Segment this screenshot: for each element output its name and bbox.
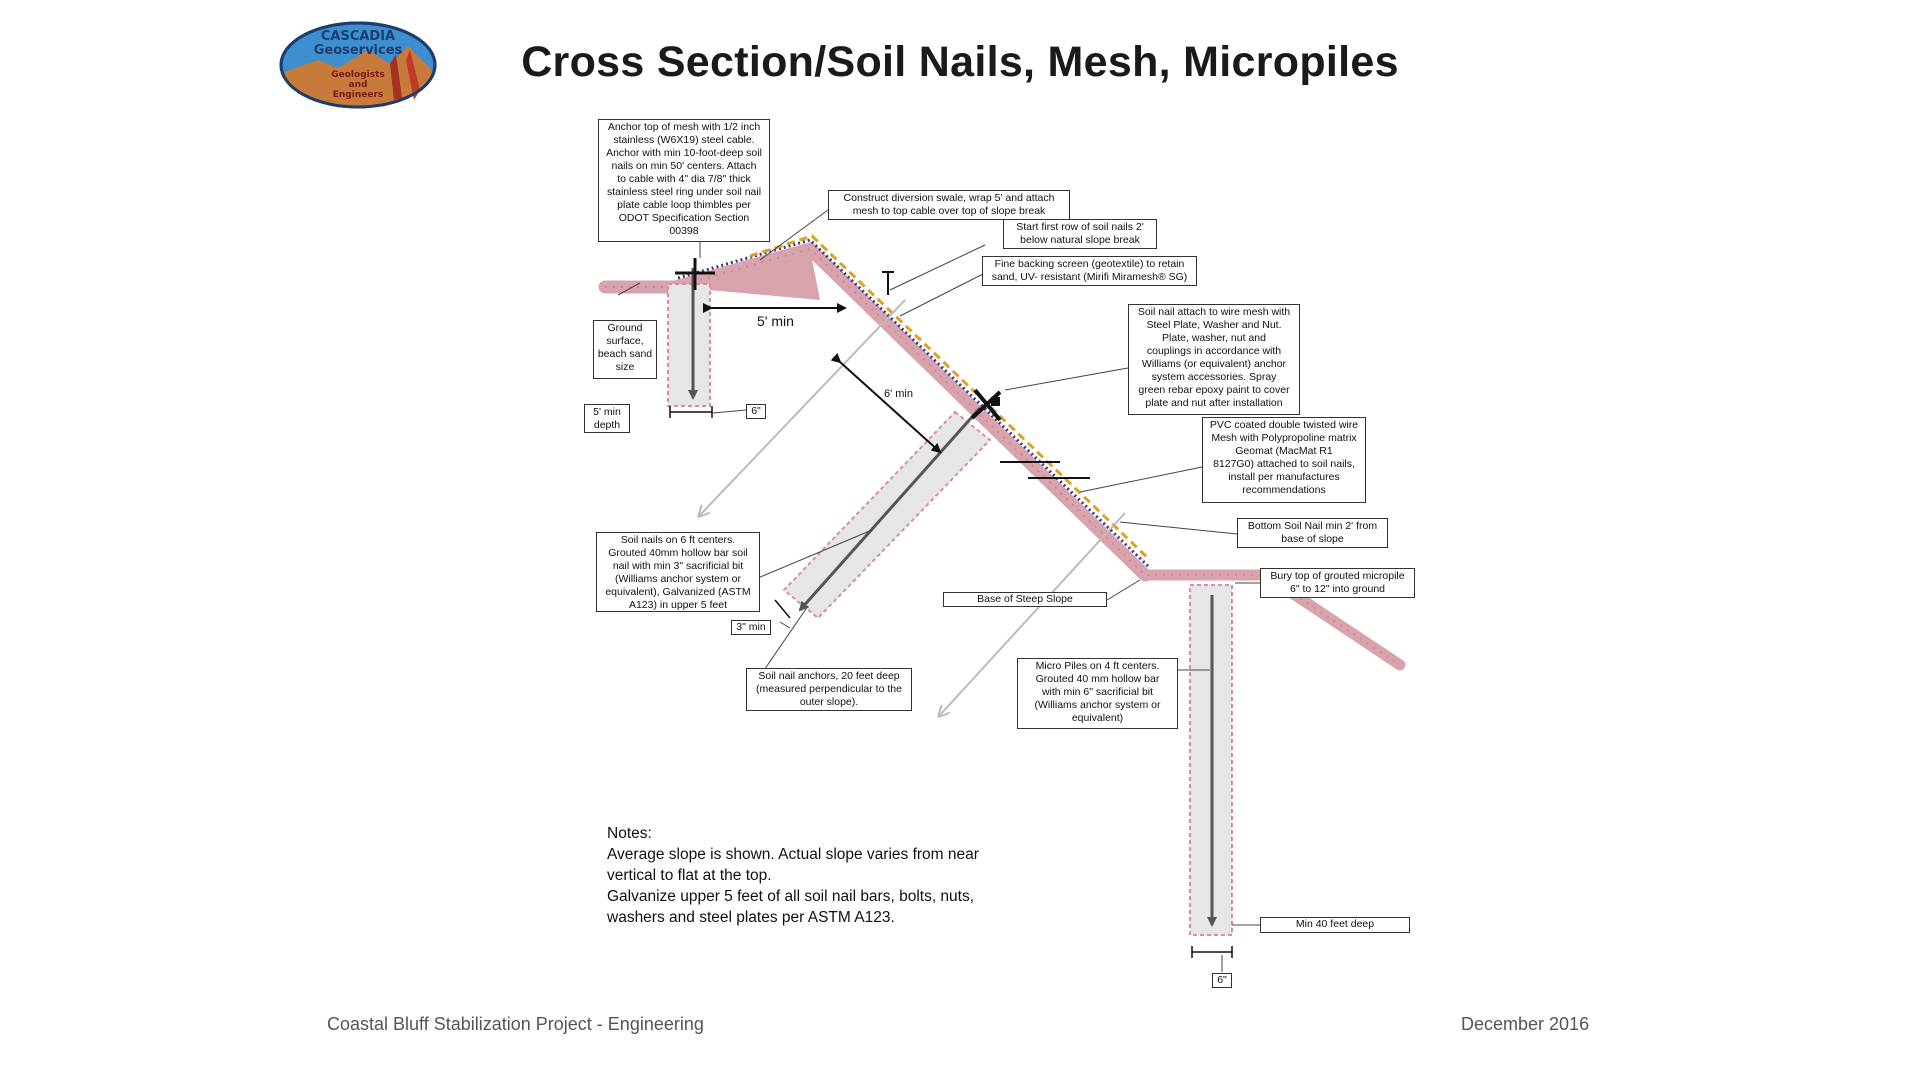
logo-subname: Geoservices: [313, 43, 403, 58]
notes-heading: Notes:: [607, 825, 652, 842]
nail-plates: [675, 258, 1090, 479]
callout-six-inch-b: 6": [1212, 973, 1232, 988]
leader-lines: [617, 209, 1260, 972]
logo-tag1: Geologists: [331, 70, 385, 80]
notes-line-1: Average slope is shown. Actual slope var…: [607, 846, 979, 884]
callout-diversion-swale: Construct diversion swale, wrap 5' and a…: [828, 190, 1070, 220]
callout-first-row: Start first row of soil nails 2' below n…: [1003, 219, 1157, 249]
logo-name: CASCADIA: [320, 29, 396, 44]
notes-block: Notes: Average slope is shown. Actual sl…: [607, 823, 1067, 928]
callout-pvc-mesh: PVC coated double twisted wire Mesh with…: [1202, 417, 1366, 503]
callout-five-min-depth: 5' min depth: [584, 404, 630, 433]
callout-micro-piles: Micro Piles on 4 ft centers. Grouted 40 …: [1017, 658, 1178, 729]
footer-project: Coastal Bluff Stabilization Project - En…: [327, 1014, 704, 1034]
callout-min-40: Min 40 feet deep: [1260, 917, 1410, 933]
callout-base-steep: Base of Steep Slope: [943, 592, 1107, 607]
logo-tag2: and: [348, 80, 368, 90]
dim-six-min: 6' min: [884, 388, 913, 400]
callout-three-min: 3" min: [731, 620, 771, 635]
footer-date: December 2016: [1461, 1014, 1590, 1034]
callout-nail-attach: Soil nail attach to wire mesh with Steel…: [1128, 304, 1300, 415]
mesh-and-geotextile: [677, 234, 1152, 568]
notes-line-2: Galvanize upper 5 feet of all soil nail …: [607, 888, 975, 926]
callout-ground-surface: Ground surface, beach sand size: [593, 320, 657, 379]
dimension-lines: [669, 303, 1233, 958]
callout-six-inch-a: 6": [746, 404, 766, 419]
logo-emblem-icon: [279, 21, 437, 109]
callout-bottom-nail: Bottom Soil Nail min 2' from base of slo…: [1237, 518, 1388, 548]
cascadia-logo: CASCADIA Geoservices Geologists and Engi…: [278, 20, 438, 110]
callout-backing-screen: Fine backing screen (geotextile) to reta…: [982, 256, 1197, 286]
nail-arrows: [688, 268, 1217, 927]
page-title: Cross Section/Soil Nails, Mesh, Micropil…: [521, 38, 1399, 86]
callout-anchor-top: Anchor top of mesh with 1/2 inch stainle…: [598, 119, 770, 242]
callout-soil-nails-centers: Soil nails on 6 ft centers. Grouted 40mm…: [596, 532, 760, 612]
dim-five-min: 5' min: [757, 313, 794, 329]
logo-tag3: Engineers: [332, 90, 384, 100]
callout-bury-top: Bury top of grouted micropile 6" to 12" …: [1260, 568, 1415, 598]
callout-anchors-20ft: Soil nail anchors, 20 feet deep (measure…: [746, 668, 912, 711]
